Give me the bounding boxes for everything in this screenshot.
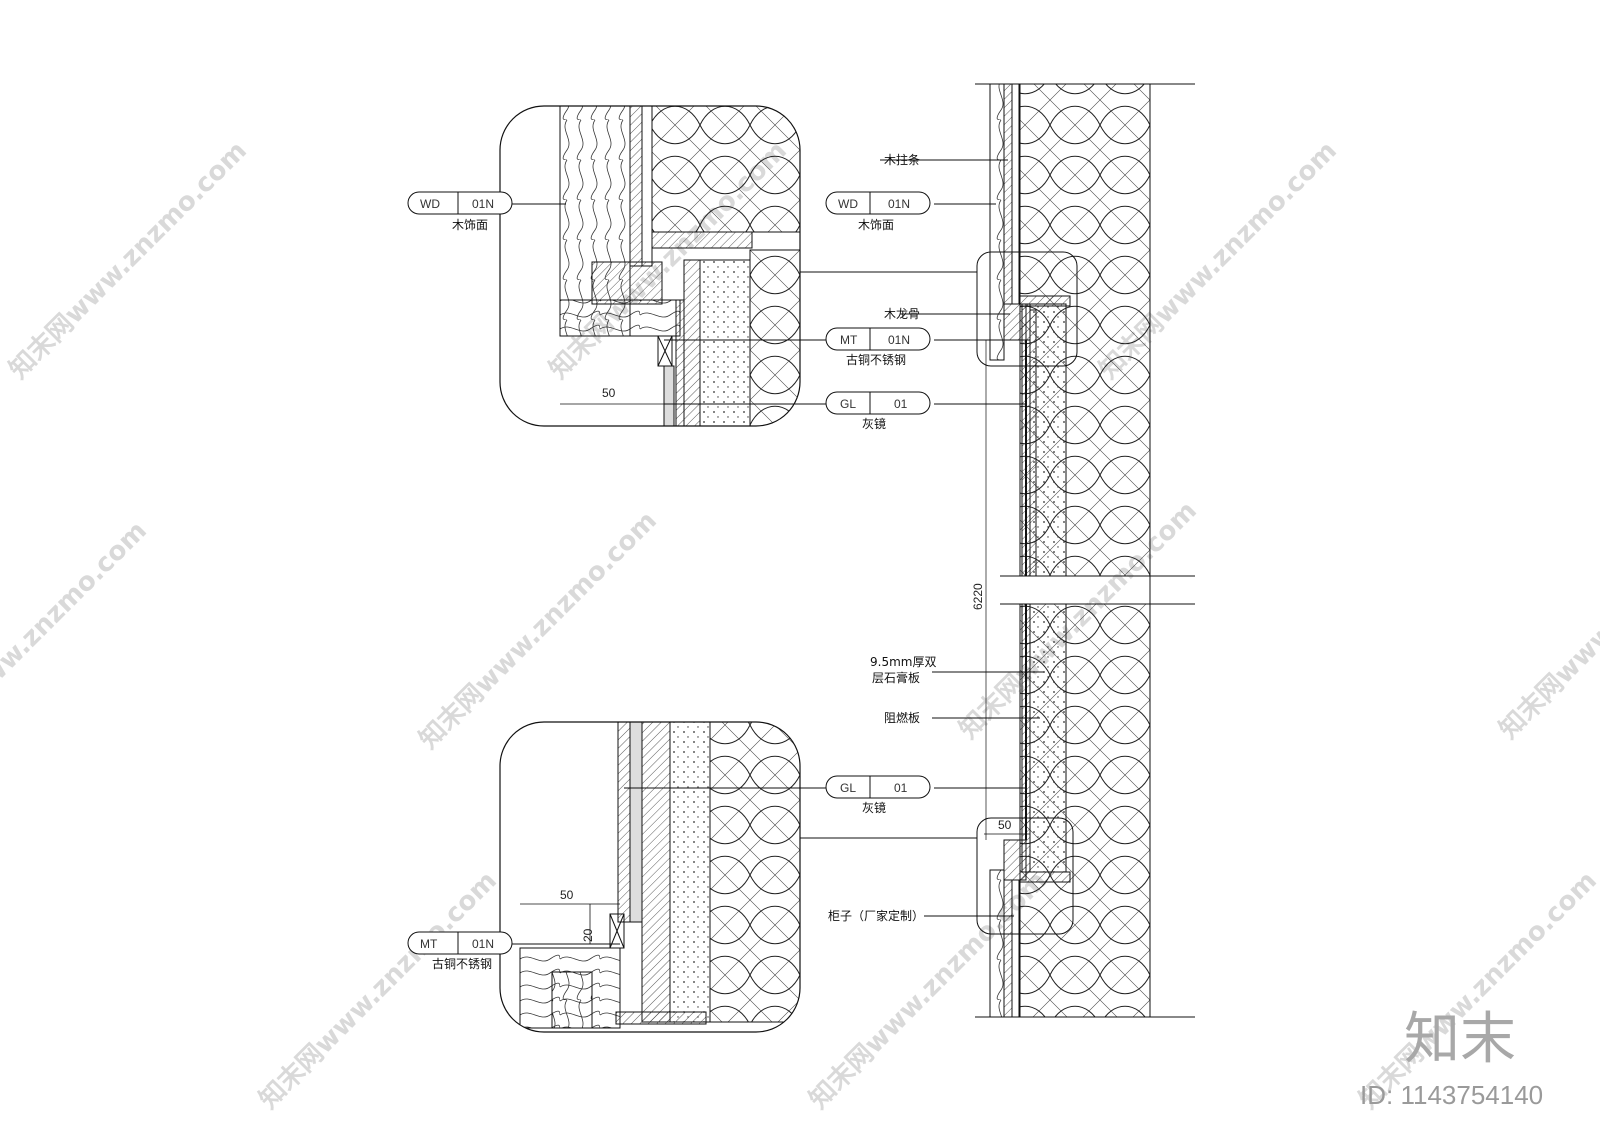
svg-text:01N: 01N xyxy=(472,197,494,211)
dimension-50-main: 50 xyxy=(998,818,1012,832)
watermark: 知末网www.znzmo.com xyxy=(0,516,153,765)
dimension-20: 20 xyxy=(581,928,595,942)
dimension-50-bottom: 50 xyxy=(560,888,574,902)
tag-gl-bottom: GL 01 xyxy=(825,775,931,799)
watermark: 知末网www.znzmo.com xyxy=(1494,496,1600,745)
label-fire-board: 阻燃板 xyxy=(884,710,920,725)
tag-mt-top: MT 01N xyxy=(825,327,931,351)
watermark: 知末网www.znzmo.com xyxy=(4,136,253,385)
svg-text:WD: WD xyxy=(420,197,440,211)
label-wood-face-right: 木饰面 xyxy=(858,218,894,232)
tag-wd-right: WD 01N xyxy=(825,191,931,215)
wall-section xyxy=(975,83,1195,1018)
watermark: 知末网www.znzmo.com xyxy=(254,866,503,1115)
svg-text:WD: WD xyxy=(838,197,858,211)
detail-callout-bottom xyxy=(976,817,1074,935)
image-id: ID: 1143754140 xyxy=(1360,1080,1543,1110)
label-wood-keel: 木龙骨 xyxy=(884,307,920,321)
detail-bottom xyxy=(519,722,800,1029)
dimensions xyxy=(520,403,1030,944)
label-grey-mirror-top: 灰镜 xyxy=(862,416,886,431)
brand-logo: 知末 xyxy=(1404,1007,1516,1072)
tag-mt-bottom: MT 01N xyxy=(407,931,513,955)
watermark: 知末网www.znzmo.com xyxy=(804,866,1053,1115)
svg-text:MT: MT xyxy=(420,937,438,951)
tag-wd-left: WD 01N xyxy=(407,191,513,215)
svg-text:01N: 01N xyxy=(888,333,910,347)
watermark: 知末网www.znzmo.com xyxy=(1354,866,1600,1115)
svg-text:GL: GL xyxy=(840,397,856,411)
detail-bottom-frame xyxy=(499,721,801,1033)
label-grey-mirror-bottom: 灰镜 xyxy=(862,800,886,815)
label-bronze-ss-bottom: 古铜不锈钢 xyxy=(432,956,492,971)
dimension-50-top: 50 xyxy=(602,386,616,400)
watermark: 知末网www.znzmo.com xyxy=(414,506,663,755)
label-bronze-ss-top: 古铜不锈钢 xyxy=(846,352,906,367)
label-wood-strip: 木拄条 xyxy=(884,152,920,167)
detail-callout-top xyxy=(976,251,1078,367)
label-gypsum-2: 层石膏板 xyxy=(872,670,920,685)
svg-text:01: 01 xyxy=(894,397,908,411)
dimension-height: 6220 xyxy=(971,583,985,610)
label-gypsum-1: 9.5mm厚双 xyxy=(870,655,936,669)
svg-text:01: 01 xyxy=(894,781,908,795)
tag-gl-top: GL 01 xyxy=(825,391,931,415)
svg-text:01N: 01N xyxy=(888,197,910,211)
detail-top-frame xyxy=(499,105,801,427)
svg-text:GL: GL xyxy=(840,781,856,795)
label-cabinet: 柜子（厂家定制） xyxy=(828,908,924,923)
label-wood-face-left: 木饰面 xyxy=(452,218,488,232)
svg-text:01N: 01N xyxy=(472,937,494,951)
svg-text:MT: MT xyxy=(840,333,858,347)
leader-lines xyxy=(512,159,1044,945)
